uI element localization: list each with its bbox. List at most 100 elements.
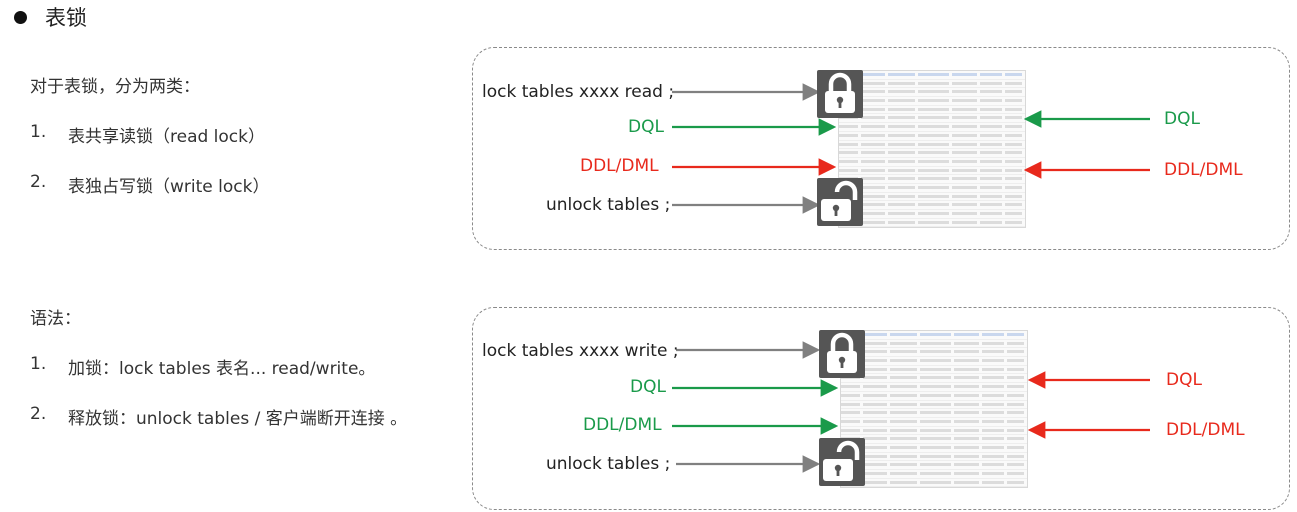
table-thumbnail-cell xyxy=(861,81,885,85)
table-thumbnail-row xyxy=(839,132,1025,141)
table-thumbnail-cell xyxy=(919,385,951,389)
table-thumbnail-cell xyxy=(917,81,949,85)
table-thumbnail-cell xyxy=(980,81,1002,85)
ddl-left-write-label: DDL/DML xyxy=(583,415,662,435)
table-thumbnail-cell xyxy=(841,411,861,415)
table-thumbnail-cell xyxy=(887,73,915,76)
table-thumbnail-cell xyxy=(951,185,978,189)
table-thumbnail-cell xyxy=(951,203,978,207)
table-thumbnail-cell xyxy=(863,472,887,475)
table-thumbnail-cell xyxy=(953,350,980,354)
table-thumbnail-cell xyxy=(951,73,978,76)
table-thumbnail-cell xyxy=(917,151,949,155)
table-thumbnail-cell xyxy=(982,402,1004,406)
table-thumbnail-cell xyxy=(980,90,1002,94)
table-thumbnail-cell xyxy=(951,194,978,198)
table-thumbnail-cell xyxy=(1006,376,1024,380)
table-thumbnail-cell xyxy=(953,428,980,432)
table-thumbnail-cell xyxy=(861,133,885,137)
table-thumbnail-cell xyxy=(917,107,949,111)
table-thumbnail-cell xyxy=(863,480,887,484)
table-thumbnail-cell xyxy=(1006,359,1024,363)
table-thumbnail-cell xyxy=(980,220,1002,224)
syntax-text-2: 释放锁：unlock tables / 客户端断开连接 。 xyxy=(68,409,408,429)
bullet-icon xyxy=(14,11,27,24)
table-thumbnail-cell xyxy=(889,472,917,475)
table-thumbnail-cell xyxy=(982,341,1004,345)
table-thumbnail-cell xyxy=(1004,133,1022,137)
table-thumbnail-cell xyxy=(1006,419,1024,423)
table-thumbnail-cell xyxy=(919,445,951,449)
table-thumbnail-cell xyxy=(863,454,887,458)
table-thumbnail-cell xyxy=(919,480,951,484)
table-thumbnail-cell xyxy=(982,419,1004,423)
syntax-num-1: 1. xyxy=(30,354,47,374)
table-thumbnail-cell xyxy=(982,472,1004,475)
table-thumbnail-cell xyxy=(861,125,885,129)
table-thumbnail-cell xyxy=(980,125,1002,129)
table-thumbnail-cell xyxy=(919,393,951,397)
table-thumbnail-cell xyxy=(1004,90,1022,94)
table-thumbnail-cell xyxy=(887,116,915,120)
ddl-right-write-label: DDL/DML xyxy=(1166,420,1245,440)
table-thumbnail-row xyxy=(841,427,1027,436)
table-thumbnail-cell xyxy=(953,341,980,345)
table-thumbnail-cell xyxy=(887,99,915,103)
table-thumbnail-cell xyxy=(889,376,917,380)
table-thumbnail-cell xyxy=(919,437,951,441)
table-thumbnail-cell xyxy=(887,125,915,129)
table-thumbnail-cell xyxy=(863,385,887,389)
table-thumbnail-cell xyxy=(861,73,885,76)
table-thumbnail-cell xyxy=(980,185,1002,189)
table-thumbnail-cell xyxy=(889,402,917,406)
table-thumbnail-cell xyxy=(953,472,980,475)
table-thumbnail-cell xyxy=(839,133,859,137)
table-thumbnail-cell xyxy=(863,411,887,415)
table-thumbnail-cell xyxy=(839,142,859,146)
table-thumbnail-cell xyxy=(917,99,949,103)
table-thumbnail-cell xyxy=(980,203,1002,207)
table-thumbnail-cell xyxy=(841,385,861,389)
table-thumbnail-cell xyxy=(1006,445,1024,449)
table-thumbnail-cell xyxy=(980,142,1002,146)
table-thumbnail-cell xyxy=(953,402,980,406)
table-thumbnail-cell xyxy=(951,220,978,224)
table-thumbnail-cell xyxy=(980,133,1002,137)
table-thumbnail-cell xyxy=(889,445,917,449)
table-thumbnail-cell xyxy=(887,133,915,137)
table-thumbnail-cell xyxy=(980,168,1002,172)
table-thumbnail-cell xyxy=(1006,463,1024,467)
table-thumbnail-cell xyxy=(951,212,978,215)
table-thumbnail-cell xyxy=(1004,185,1022,189)
table-thumbnail-cell xyxy=(841,402,861,406)
table-thumbnail-cell xyxy=(982,437,1004,441)
dql-left-read-label: DQL xyxy=(628,117,664,137)
table-thumbnail-cell xyxy=(1004,107,1022,111)
table-thumbnail-cell xyxy=(841,393,861,397)
dql-right-read-label: DQL xyxy=(1164,109,1200,129)
table-thumbnail-cell xyxy=(951,90,978,94)
table-thumbnail-cell xyxy=(839,151,859,155)
table-thumbnail-cell xyxy=(917,185,949,189)
table-thumbnail-cell xyxy=(861,203,885,207)
page-title: 表锁 xyxy=(45,6,87,30)
table-thumbnail-cell xyxy=(917,90,949,94)
table-thumbnail-cell xyxy=(1004,73,1022,76)
syntax-num-2: 2. xyxy=(30,404,47,424)
table-thumbnail-cell xyxy=(861,116,885,120)
table-thumbnail-cell xyxy=(917,133,949,137)
table-thumbnail-cell xyxy=(953,367,980,371)
table-thumbnail-cell xyxy=(861,220,885,224)
table-thumbnail-cell xyxy=(953,359,980,363)
table-thumbnail-cell xyxy=(861,142,885,146)
table-thumbnail-cell xyxy=(1004,168,1022,172)
table-thumbnail-cell xyxy=(953,463,980,467)
table-thumbnail-cell xyxy=(861,185,885,189)
table-thumbnail-write xyxy=(840,330,1028,488)
table-thumbnail-cell xyxy=(982,428,1004,432)
lock-write-command: lock tables xxxx write ; xyxy=(482,341,679,361)
table-thumbnail-cell xyxy=(861,90,885,94)
table-thumbnail-cell xyxy=(1004,177,1022,181)
table-thumbnail-cell xyxy=(889,341,917,345)
table-thumbnail-row xyxy=(841,401,1027,410)
